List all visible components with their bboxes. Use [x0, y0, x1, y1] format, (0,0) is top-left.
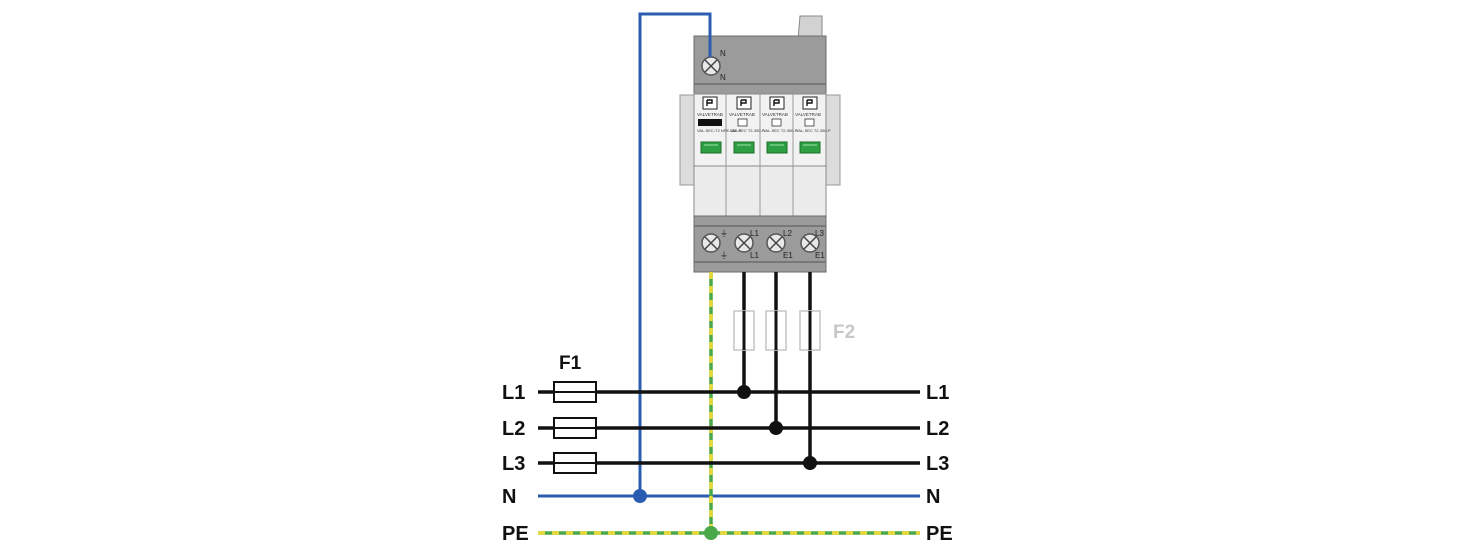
protection-module-3: VALVETRAB VAL-SEC T2-350-P	[762, 96, 798, 154]
f1-label: F1	[559, 353, 582, 374]
module-3-status-indicator	[766, 141, 788, 154]
f2-fuse-group	[733, 310, 821, 351]
bottom-terminal-screw-l3	[800, 233, 820, 253]
top-terminal-label-2: N	[720, 73, 726, 82]
bottom-terminal-screw-l2	[766, 233, 786, 253]
bottom-terminal-3-top-label: L2	[783, 229, 792, 238]
left-label-l1: L1	[502, 382, 525, 404]
pe-wiring	[538, 272, 920, 535]
bottom-terminal-2-bottom-label: L1	[750, 251, 759, 260]
right-label-pe: PE	[926, 523, 953, 545]
module-2-status-indicator	[733, 141, 755, 154]
module-1-status-indicator	[700, 141, 722, 154]
right-label-l1: L1	[926, 382, 949, 404]
bottom-terminal-4-bottom-label: E1	[815, 251, 825, 260]
f2-label: F2	[833, 322, 855, 343]
f1-fuse-group	[553, 381, 597, 474]
module-1-brand: VALVETRAB	[697, 112, 723, 117]
left-label-n: N	[502, 486, 516, 508]
left-label-pe: PE	[502, 523, 529, 545]
bottom-terminal-2-top-label: L1	[750, 229, 759, 238]
module-3-brand: VALVETRAB	[762, 112, 788, 117]
l3-junction-dot	[803, 456, 817, 470]
right-label-n: N	[926, 486, 940, 508]
protection-module-1: VALVETRAB VAL-SEC-T2 NPE-350-P	[697, 96, 741, 154]
left-label-l3: L3	[502, 453, 525, 475]
module-4-status-indicator	[799, 141, 821, 154]
module-3-model: VAL-SEC T2-350-P	[763, 128, 798, 133]
pe-junction-dot	[704, 526, 718, 540]
bottom-terminal-screw-pe	[701, 233, 721, 253]
bottom-terminal-screw-l1	[734, 233, 754, 253]
surge-protection-device: N N VALVETRAB VAL-SEC-T2 NPE-350-P VALVE…	[693, 15, 831, 273]
l2-junction-dot	[769, 421, 783, 435]
right-bus-labels: L1 L2 L3 N PE	[926, 382, 953, 545]
l1-junction-dot	[737, 385, 751, 399]
top-terminal-screw	[701, 56, 721, 76]
bottom-terminal-1-top-label: ⏚	[720, 229, 728, 238]
module-4-brand: VALVETRAB	[795, 112, 821, 117]
module-4-model: VAL-SEC T2-350-P	[796, 128, 831, 133]
module-2-brand: VALVETRAB	[729, 112, 755, 117]
left-label-l2: L2	[502, 418, 525, 440]
bottom-terminal-3-bottom-label: E1	[783, 251, 793, 260]
bottom-terminal-4-top-label: L3	[815, 229, 824, 238]
right-label-l2: L2	[926, 418, 949, 440]
module-1-model: VAL-SEC-T2 NPE-350-P	[697, 128, 741, 133]
neutral-junction-dot	[633, 489, 647, 503]
phase-bus-lines	[538, 390, 920, 465]
right-label-l3: L3	[926, 453, 949, 475]
module-2-model: VAL-SEC T2-350-P	[730, 128, 765, 133]
bottom-terminal-1-bottom-label: ⏚	[720, 251, 728, 260]
top-terminal-label-1: N	[720, 49, 726, 58]
left-bus-labels: L1 L2 L3 N PE	[502, 382, 529, 545]
neutral-wiring	[538, 12, 920, 498]
protection-module-2: VALVETRAB VAL-SEC T2-350-P	[729, 96, 765, 154]
neutral-riser-wire	[638, 12, 712, 496]
protection-module-4: VALVETRAB VAL-SEC T2-350-P	[795, 96, 831, 154]
